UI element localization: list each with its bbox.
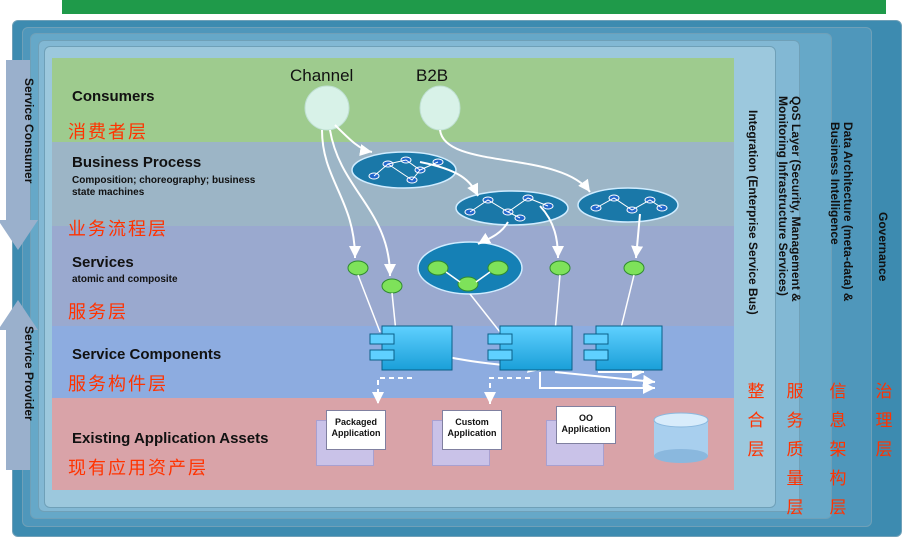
services-cn-label: 服务层 <box>68 302 128 323</box>
service-consumer-label: Service Consumer <box>22 78 36 184</box>
process-oval-1 <box>351 151 457 189</box>
b2b-label: B2B <box>416 66 449 85</box>
service-component-2 <box>487 325 573 371</box>
band-consumers <box>52 58 734 142</box>
process-oval-3 <box>577 187 679 223</box>
provider-arrow <box>0 300 38 470</box>
service-component-3 <box>583 325 663 371</box>
integration-label: Integration (Enterprise Service Bus) <box>746 110 760 315</box>
channel-label: Channel <box>290 66 354 85</box>
service-node-2 <box>381 278 403 294</box>
service-components-label: Service Components <box>72 346 222 363</box>
business-process-cn-label: 业务流程层 <box>68 219 168 240</box>
services-sub: atomic and composite <box>72 274 178 285</box>
qos-label: QoS Layer (Security, Management & Monito… <box>776 96 803 302</box>
service-provider-label: Service Provider <box>22 326 36 421</box>
database-cylinder <box>653 412 709 463</box>
consumers-label: Consumers <box>72 88 155 105</box>
governance-label: Governance <box>876 212 890 282</box>
service-node-3 <box>549 260 571 276</box>
oo-application-box: OO Application <box>556 406 616 444</box>
existing-assets-label: Existing Application Assets <box>72 430 269 447</box>
data-architecture-cn-label: 信息架构层 <box>829 382 847 518</box>
qos-cn-label: 服务质量层 <box>786 382 804 518</box>
consumer-arrow <box>0 60 38 250</box>
custom-application-box: Custom Application <box>442 410 502 450</box>
side-arrows <box>0 60 38 470</box>
service-component-1 <box>369 325 453 371</box>
flow-arrow <box>321 129 361 259</box>
service-components-cn-label: 服务构件层 <box>68 374 168 395</box>
band-existing-assets <box>52 398 734 490</box>
consumers-cn-label: 消费者层 <box>68 122 148 143</box>
integration-cn-label: 整合层 <box>747 382 765 460</box>
existing-assets-cn-label: 现有应用资产层 <box>68 458 208 479</box>
governance-cn-label: 治理层 <box>875 382 893 460</box>
service-node-4 <box>623 260 645 276</box>
packaged-application-box: Packaged Application <box>326 410 386 450</box>
data-architecture-label: Data Architecture (meta-data) & Business… <box>828 122 855 302</box>
services-label: Services <box>72 254 134 271</box>
business-process-sub: Composition; choreography; business stat… <box>72 175 256 198</box>
top-bar <box>62 0 886 14</box>
business-process-label: Business Process <box>72 154 202 171</box>
service-node-1 <box>347 260 369 276</box>
b2b-consumer-node <box>419 85 461 131</box>
channel-consumer-node <box>304 85 350 131</box>
